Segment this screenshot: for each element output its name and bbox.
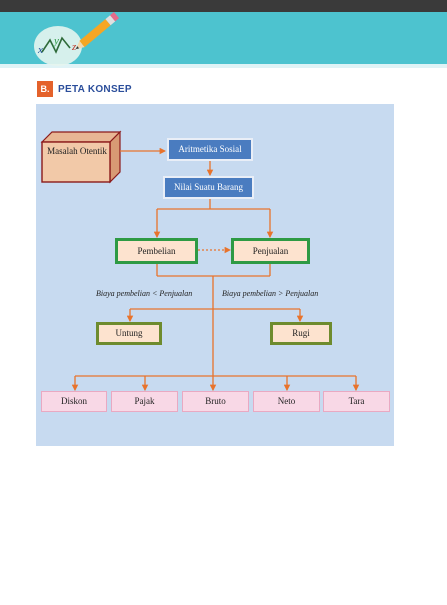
value-node: Nilai Suatu Barang xyxy=(163,176,254,199)
logo-letter-x: x xyxy=(37,44,43,56)
buy-node: Pembelian xyxy=(115,238,198,264)
logo-letter-y: y xyxy=(53,35,59,47)
logo-letter-z: z xyxy=(71,41,77,53)
condition-profit: Biaya pembelian < Penjualan xyxy=(96,289,193,298)
problem-label: Masalah Otentik xyxy=(47,146,107,156)
profit-node: Untung xyxy=(96,322,162,345)
leaf-node-gross: Bruto xyxy=(182,391,249,412)
section-header: B. PETA KONSEP xyxy=(37,81,132,97)
loss-node: Rugi xyxy=(270,322,332,345)
section-badge: B. xyxy=(37,81,53,97)
banner-shade xyxy=(0,64,447,68)
pencil-icon xyxy=(75,12,120,50)
leaf-node-tare: Tara xyxy=(323,391,390,412)
topic-node: Aritmetika Sosial xyxy=(167,138,253,161)
sell-node: Penjualan xyxy=(231,238,310,264)
xyz-pencil-logo-icon: x y z xyxy=(34,12,120,66)
section-title: PETA KONSEP xyxy=(58,83,132,95)
problem-cube xyxy=(40,130,122,184)
top-bar xyxy=(0,0,447,12)
leaf-node-net: Neto xyxy=(253,391,320,412)
leaf-node-tax: Pajak xyxy=(111,391,178,412)
leaf-node-discount: Diskon xyxy=(41,391,107,412)
condition-loss: Biaya pembelian > Penjualan xyxy=(222,289,319,298)
